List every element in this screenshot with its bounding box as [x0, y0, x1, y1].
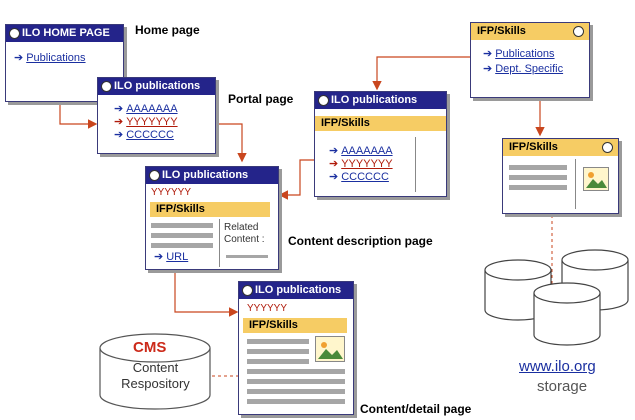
ifp-top-titlebar: IFP/Skills [471, 23, 589, 40]
arrow-right-icon: ➔ [114, 129, 124, 141]
arrow-right-icon: ➔ [154, 251, 164, 263]
ifp-portal-titlebar: ILO publications [315, 92, 446, 109]
window-dot-icon [149, 170, 160, 181]
arrow-ifp-to-portal [372, 56, 496, 91]
url-link[interactable]: ➔URL [154, 250, 188, 263]
ifp-top-title: IFP/Skills [477, 25, 526, 37]
arrow-right-icon: ➔ [329, 145, 339, 157]
column-divider [415, 137, 416, 192]
detail-header: IFP/Skills [243, 318, 347, 333]
placeholder-line [247, 379, 345, 384]
ifp-link-a-label: AAAAAAA [341, 145, 393, 157]
arrow-right-icon: ➔ [114, 103, 124, 115]
arrow-desc-to-detail [174, 268, 239, 317]
portal-link-a-label: AAAAAAA [126, 103, 178, 115]
ifp-small-titlebar: IFP/Skills [503, 139, 618, 156]
cms-cylinder [99, 333, 211, 410]
portal-window: ILO publications ➔AAAAAAA ➔YYYYYYY ➔CCCC… [97, 77, 216, 154]
url-link-label: URL [166, 251, 189, 263]
placeholder-line [247, 369, 345, 374]
portal-window-title: ILO publications [114, 80, 201, 92]
cms-label: Content Respository [121, 360, 190, 391]
placeholder-line [509, 185, 567, 190]
cms-title: CMS [133, 339, 167, 356]
content-desc-caption: Content description page [288, 234, 433, 248]
desc-item: YYYYYY [151, 187, 192, 198]
portal-link-c-label: CCCCCC [126, 129, 174, 141]
desc-titlebar: ILO publications [146, 167, 278, 184]
ifp-link-c-label: CCCCCC [341, 171, 389, 183]
placeholder-line [247, 359, 309, 364]
placeholder-line [151, 243, 213, 248]
arrow-right-icon: ➔ [114, 116, 124, 128]
detail-title: ILO publications [255, 284, 342, 296]
home-page-window: ILO HOME PAGE ➔Publications [5, 24, 124, 102]
arrow-right-icon: ➔ [483, 63, 493, 75]
placeholder-line [226, 255, 268, 258]
placeholder-line [151, 233, 213, 238]
window-dot-icon [9, 28, 20, 39]
ifp-portal-header: IFP/Skills [315, 116, 446, 131]
detail-item: YYYYYY [247, 303, 288, 314]
ifp-dept-link[interactable]: ➔Dept. Specific [483, 62, 563, 75]
window-dot-icon [602, 142, 613, 153]
ifp-small-title: IFP/Skills [509, 141, 558, 153]
window-dot-icon [101, 81, 112, 92]
ifp-publications-link[interactable]: ➔Publications [483, 47, 555, 60]
placeholder-line [247, 349, 309, 354]
placeholder-line [247, 389, 345, 394]
window-dot-icon [242, 285, 253, 296]
portal-link-y-label: YYYYYYY [126, 116, 178, 128]
landscape-icon [318, 342, 343, 359]
related-content-label: Related Content : [224, 222, 265, 245]
ifp-top-window: IFP/Skills ➔Publications ➔Dept. Specific [470, 22, 590, 98]
storage-cylinder-front [533, 282, 601, 346]
detail-titlebar: ILO publications [239, 282, 353, 299]
desc-header: IFP/Skills [150, 202, 270, 217]
column-divider [575, 159, 576, 209]
storage-label: storage [537, 378, 588, 395]
content-detail-caption: Content/detail page [360, 402, 472, 416]
portal-link-y[interactable]: ➔YYYYYYY [114, 115, 178, 128]
portal-page-caption: Portal page [228, 92, 294, 106]
portal-window-titlebar: ILO publications [98, 78, 215, 95]
home-window-titlebar: ILO HOME PAGE [6, 25, 123, 42]
ifp-link-c[interactable]: ➔CCCCCC [329, 170, 389, 183]
content-desc-window: ILO publications YYYYYY IFP/Skills Relat… [145, 166, 279, 270]
home-page-caption: Home page [135, 23, 200, 37]
ifp-portal-window: ILO publications IFP/Skills ➔AAAAAAA ➔YY… [314, 91, 447, 197]
ifp-portal-title: ILO publications [331, 94, 418, 106]
window-dot-icon [573, 26, 584, 37]
image-placeholder-icon [583, 167, 609, 191]
portal-link-c[interactable]: ➔CCCCCC [114, 128, 174, 141]
ifp-small-window: IFP/Skills [502, 138, 619, 214]
home-window-title: ILO HOME PAGE [22, 27, 110, 39]
ifp-publications-label: Publications [495, 48, 555, 60]
placeholder-line [509, 165, 567, 170]
ifp-link-a[interactable]: ➔AAAAAAA [329, 144, 393, 157]
placeholder-line [509, 175, 567, 180]
image-placeholder-icon [315, 336, 345, 362]
desc-title: ILO publications [162, 169, 249, 181]
ifp-dept-label: Dept. Specific [495, 63, 564, 75]
arrow-right-icon: ➔ [329, 171, 339, 183]
placeholder-line [247, 339, 309, 344]
placeholder-line [247, 399, 345, 404]
ifp-link-y-label: YYYYYYY [341, 158, 393, 170]
arrow-right-icon: ➔ [329, 158, 339, 170]
storage-url[interactable]: www.ilo.org [519, 358, 596, 375]
column-divider [219, 219, 220, 267]
landscape-icon [586, 172, 607, 188]
publications-link[interactable]: ➔Publications [14, 51, 86, 64]
portal-link-a[interactable]: ➔AAAAAAA [114, 102, 178, 115]
ifp-link-y[interactable]: ➔YYYYYYY [329, 157, 393, 170]
placeholder-line [151, 223, 213, 228]
arrow-right-icon: ➔ [14, 52, 24, 64]
arrow-right-icon: ➔ [483, 48, 493, 60]
publications-link-label: Publications [26, 52, 86, 64]
window-dot-icon [318, 95, 329, 106]
content-detail-window: ILO publications YYYYYY IFP/Skills [238, 281, 354, 415]
